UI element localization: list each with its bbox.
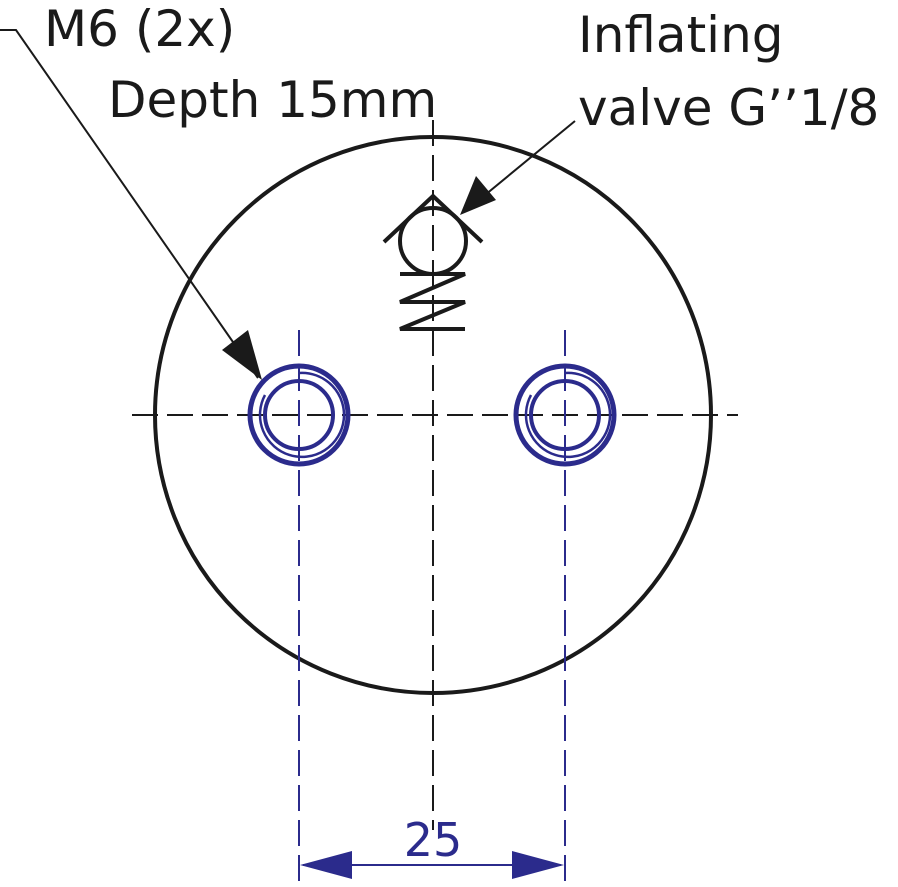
thread-label-line2: Depth 15mm xyxy=(108,71,437,129)
valve-label-line2: valve G’’1/8 xyxy=(578,79,879,137)
valve-label-line1: Inflating xyxy=(578,6,784,64)
dimension-line xyxy=(300,851,564,879)
valve-symbol xyxy=(382,193,484,331)
valve-leader xyxy=(460,120,576,215)
thread-label-line1: M6 (2x) xyxy=(44,0,235,58)
thread-leader xyxy=(0,29,262,380)
dimension-label: 25 xyxy=(404,813,463,867)
